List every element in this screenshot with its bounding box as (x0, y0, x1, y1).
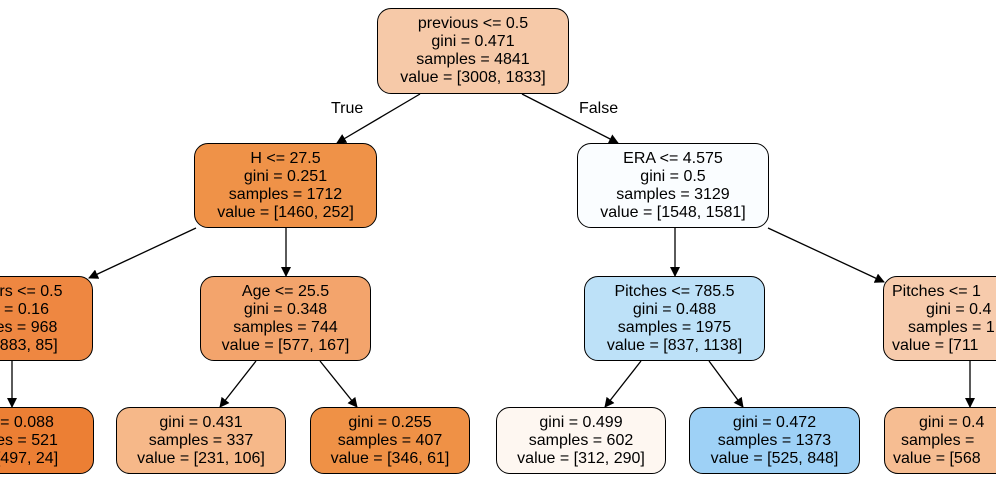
node-lrr[interactable]: gini = 0.255 samples = 407 value = [346,… (310, 407, 470, 474)
node-rrl[interactable]: gini = 0.4 samples = value = [568 (884, 407, 996, 474)
node-rrl-samples: samples = (901, 431, 975, 449)
node-lll-samples: es = 521 (0, 431, 58, 449)
node-ll-split: ors <= 0.5 (0, 282, 63, 300)
node-rl-value: value = [837, 1138] (606, 336, 743, 354)
node-root-value: value = [3008, 1833] (400, 69, 546, 86)
node-rr-gini: gini = 0.4 (926, 300, 992, 318)
node-left-gini: gini = 0.251 (243, 167, 328, 185)
node-lr-gini: gini = 0.348 (243, 300, 328, 318)
node-rl-split: Pitches <= 785.5 (614, 282, 735, 300)
node-lrr-gini: gini = 0.255 (348, 413, 432, 431)
node-lrr-value: value = [346, 61] (330, 449, 450, 467)
node-ll-gini: = 0.16 (4, 300, 49, 318)
edge-left-ll (88, 227, 197, 279)
edge-lr-lrr (319, 360, 358, 408)
edge-label-false: False (579, 100, 619, 117)
node-left-samples: samples = 1712 (228, 185, 343, 203)
node-lll-value: [497, 24] (0, 449, 59, 467)
node-root-samples: samples = 4841 (416, 51, 530, 68)
node-lr-value: value = [577, 167] (221, 336, 350, 354)
node-rl-samples: samples = 1975 (617, 318, 732, 336)
node-rlr[interactable]: gini = 0.472 samples = 1373 value = [525… (689, 407, 860, 474)
node-right-samples: samples = 3129 (616, 185, 730, 203)
node-right[interactable]: ERA <= 4.575 gini = 0.5 samples = 3129 v… (577, 143, 769, 228)
node-lll[interactable]: = 0.088 es = 521 [497, 24] (0, 407, 94, 474)
node-rl[interactable]: Pitches <= 785.5 gini = 0.488 samples = … (584, 276, 765, 361)
node-lll-gini: = 0.088 (0, 413, 54, 431)
node-lrl-samples: samples = 337 (148, 431, 254, 449)
node-rr-split: Pitches <= 1 (892, 282, 981, 300)
node-ll-value: [883, 85] (0, 336, 58, 354)
node-rr[interactable]: Pitches <= 1 gini = 0.4 samples = 1 valu… (883, 276, 996, 361)
node-root[interactable]: previous <= 0.5 gini = 0.471 samples = 4… (377, 8, 569, 94)
edge-rl-rlr (708, 360, 744, 408)
node-rll-value: value = [312, 290] (517, 449, 645, 467)
node-lr[interactable]: Age <= 25.5 gini = 0.348 samples = 744 v… (200, 276, 371, 361)
edge-rl-rll (604, 360, 642, 408)
node-left-value: value = [1460, 252] (217, 203, 354, 221)
node-lrl-value: value = [231, 106] (137, 449, 265, 467)
node-ll[interactable]: ors <= 0.5 = 0.16 es = 968 [883, 85] (0, 276, 93, 361)
node-lr-samples: samples = 744 (233, 318, 338, 336)
node-right-gini: gini = 0.5 (640, 167, 706, 185)
node-rll-gini: gini = 0.499 (539, 413, 623, 431)
node-root-gini: gini = 0.471 (431, 33, 515, 50)
node-right-split: ERA <= 4.575 (623, 149, 723, 167)
node-rlr-gini: gini = 0.472 (732, 413, 817, 431)
node-rr-value: value = [711 (892, 336, 979, 354)
edge-root-right (521, 93, 619, 144)
node-lrl[interactable]: gini = 0.431 samples = 337 value = [231,… (116, 407, 286, 474)
edge-root-left (336, 93, 421, 144)
edge-label-true: True (331, 100, 364, 117)
node-left[interactable]: H <= 27.5 gini = 0.251 samples = 1712 va… (194, 143, 377, 228)
node-ll-samples: es = 968 (0, 318, 58, 336)
node-rlr-value: value = [525, 848] (710, 449, 839, 467)
node-rrl-gini: gini = 0.4 (919, 413, 985, 431)
node-lr-split: Age <= 25.5 (241, 282, 330, 300)
node-rl-gini: gini = 0.488 (632, 300, 717, 318)
node-rr-samples: samples = 1 (908, 318, 995, 336)
node-rll[interactable]: gini = 0.499 samples = 602 value = [312,… (496, 407, 666, 474)
node-rlr-samples: samples = 1373 (717, 431, 832, 449)
edge-lr-lrl (219, 360, 257, 408)
node-lrl-gini: gini = 0.431 (159, 413, 243, 431)
edge-right-rr (767, 227, 885, 283)
node-rrl-value: value = [568 (893, 449, 981, 467)
node-lrr-samples: samples = 407 (337, 431, 443, 449)
node-right-value: value = [1548, 1581] (600, 203, 746, 221)
node-left-split: H <= 27.5 (250, 149, 321, 167)
node-root-split: previous <= 0.5 (417, 15, 529, 32)
node-rll-samples: samples = 602 (528, 431, 634, 449)
